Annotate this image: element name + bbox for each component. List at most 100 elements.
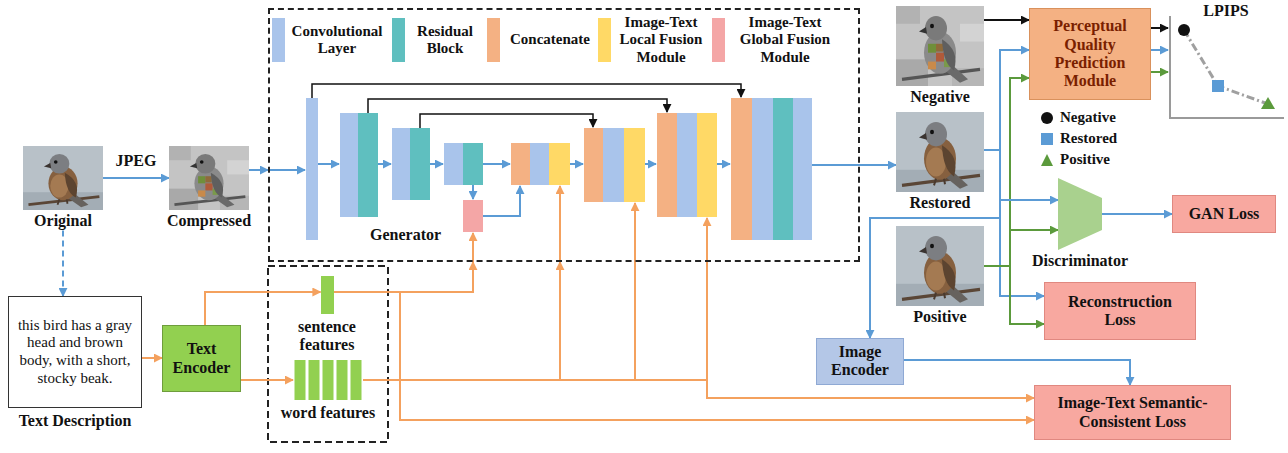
legend-text: Positive: [1060, 151, 1110, 168]
photo: [896, 226, 984, 306]
residual-block: [463, 143, 483, 185]
plot-point: [1261, 97, 1275, 109]
text-description: this bird has a gray head and brown body…: [8, 296, 142, 430]
conv-layer: [793, 98, 812, 240]
node-text: GAN Loss: [1189, 205, 1260, 223]
legend-sample: [1040, 132, 1054, 146]
bird-photo: [896, 112, 984, 192]
node-text: Reconstruction Loss: [1051, 293, 1189, 330]
legend-item: Restored: [1040, 130, 1117, 148]
concat-layer: [511, 143, 530, 185]
legend-marker: [1041, 133, 1053, 145]
global-fusion: [463, 200, 483, 232]
legend-text: Restored: [1060, 130, 1117, 147]
local-fusion: [549, 143, 570, 185]
box-content: Image Encoder: [823, 343, 897, 380]
connector: [984, 150, 1044, 296]
box-content: GAN Loss: [1189, 205, 1260, 223]
box-content: Image-Text Semantic-Consistent Loss: [1041, 394, 1224, 431]
legend-text: Image-Text Local Fusion Module: [615, 14, 707, 66]
flow-arrow: [483, 163, 510, 165]
flow-arrow: [717, 163, 730, 165]
feature-line: [472, 233, 474, 262]
connector: [363, 380, 1034, 398]
connector: [334, 262, 474, 292]
node-text: Perceptual Quality Prediction Module: [1036, 17, 1144, 91]
skip-connections: [312, 84, 741, 128]
feature-vector: sentence features: [285, 276, 369, 355]
legend-item: Negative: [1040, 109, 1116, 127]
legend-sample: [1040, 153, 1054, 167]
local-fusion: [624, 128, 645, 202]
legend-marker: [1041, 154, 1053, 166]
flow-arrow: [1150, 49, 1168, 51]
node-text: Original: [18, 212, 108, 230]
feature-line: [559, 186, 561, 262]
image-panel: Negative: [890, 6, 990, 106]
skip-line: [420, 114, 593, 128]
flow-arrow: [645, 163, 656, 165]
legend-text: Image-Text Global Fusion Module: [729, 14, 841, 66]
conv-layer: [603, 128, 624, 202]
loss-box: Image-Text Semantic-Consistent Loss: [1034, 385, 1231, 440]
concat-layer: [584, 128, 603, 202]
skip-line: [368, 99, 667, 113]
connector: [984, 78, 1029, 266]
loss-box: Reconstruction Loss: [1044, 282, 1196, 340]
bird-photo: [23, 146, 103, 210]
trapezoid: [1058, 178, 1102, 250]
node-text: sentence features: [285, 318, 369, 355]
legend-item: Positive: [1040, 151, 1110, 169]
connector: [1102, 213, 1172, 215]
feature-bar: [323, 360, 334, 400]
feature-bar: [337, 360, 348, 400]
flow-arrow: [570, 163, 583, 165]
text-feature-branches: [473, 186, 707, 380]
photo: [896, 112, 984, 192]
legend-item: Residual Block: [392, 14, 481, 66]
node-text: Text Encoder: [169, 340, 234, 377]
plot-point: [1178, 24, 1190, 36]
flow-arrow: [430, 163, 443, 165]
node-text: Discriminator: [1030, 252, 1130, 270]
legend-item: Convolutional Layer: [272, 14, 387, 66]
legend-swatch: [392, 18, 405, 62]
concat-layer: [731, 98, 752, 240]
box-content: Perceptual Quality Prediction Module: [1036, 17, 1144, 91]
connector: [249, 169, 268, 171]
residual-block: [358, 113, 378, 217]
box-content: Reconstruction Loss: [1051, 293, 1189, 330]
node-text: Negative: [890, 88, 990, 106]
legend-swatch: [272, 18, 285, 62]
connector: [984, 150, 1058, 200]
conv-layer: [444, 143, 463, 185]
plot-point: [1212, 80, 1224, 92]
image-panel: Compressed: [150, 146, 268, 230]
discriminator: Discriminator: [1030, 178, 1130, 270]
legend-item: Image-Text Local Fusion Module: [598, 14, 707, 66]
photo: [896, 6, 984, 86]
local-fusion: [697, 113, 717, 217]
connector: [62, 230, 64, 296]
node-text: word features: [273, 404, 383, 422]
legend-text: Negative: [1060, 109, 1116, 126]
node-text: Image-Text Semantic-Consistent Loss: [1041, 394, 1224, 431]
concat-layer: [657, 113, 677, 217]
flow-arrow: [270, 169, 305, 171]
connector: [904, 360, 1130, 385]
legend-marker: [1041, 112, 1053, 124]
conv-layer: [392, 128, 410, 200]
connector: [984, 266, 1044, 324]
connector: [103, 177, 169, 179]
description-box: this bird has a gray head and brown body…: [8, 296, 142, 408]
node-text: Compressed: [150, 212, 268, 230]
image-panel: Restored: [890, 112, 990, 212]
connector: [334, 292, 1035, 420]
legend-text: Convolutional Layer: [287, 23, 387, 58]
lpips-plot: LPIPS: [1168, 0, 1284, 118]
connector: [1151, 27, 1168, 29]
conv-layer: [677, 113, 697, 217]
node-text: Restored: [890, 194, 990, 212]
legend-text: Residual Block: [409, 23, 481, 58]
